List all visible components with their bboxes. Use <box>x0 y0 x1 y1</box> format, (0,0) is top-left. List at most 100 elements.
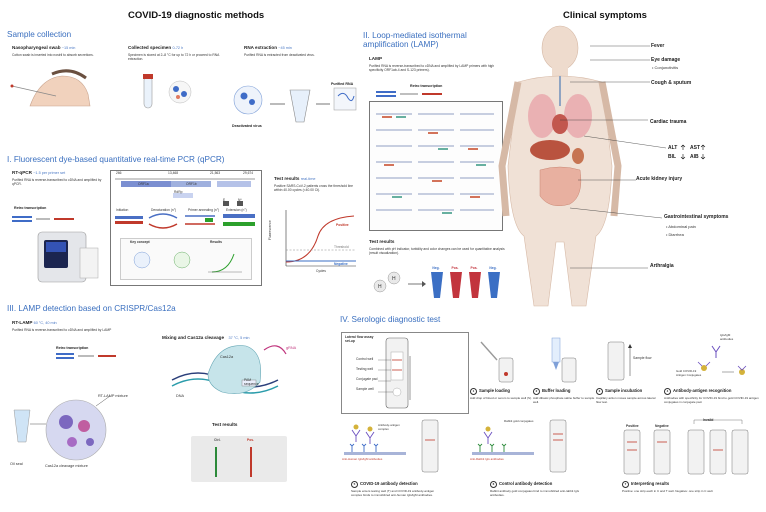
lamp-arrow <box>408 281 426 287</box>
lamp-tube-4-shape <box>488 272 500 298</box>
key-concept-illustration <box>133 251 242 273</box>
rtlamp-title: RT-LAMP <box>12 320 33 325</box>
cas12a-illustration <box>171 345 287 394</box>
qpcr-title: RT-qPCR <box>12 170 32 175</box>
pcr-step-2: Denaturation (n°) <box>151 208 177 212</box>
specimen-title: Collected specimen <box>128 45 172 50</box>
step5-illustration <box>344 419 439 473</box>
step-2-title: Buffer loading <box>542 388 571 393</box>
step-1-title: Sample loading <box>479 388 510 393</box>
key-results-label: Results <box>210 240 222 244</box>
step-6-number: 6 <box>490 481 497 488</box>
deactivated-virus-label: Deactivated virus <box>232 124 262 128</box>
h-ion-illustration <box>373 271 401 293</box>
step-7-title: Interpreting results <box>631 481 670 486</box>
rna-title: RNA extraction <box>244 45 278 50</box>
gene-e: E <box>223 198 226 202</box>
step-6-desc: Rabbit antibody gold conjugates bind to … <box>490 489 580 497</box>
step-4-title: Antibody-antigen recognition <box>673 388 732 393</box>
grna-label: gRNA <box>286 346 297 350</box>
qpcr-machine-illustration <box>12 216 99 283</box>
gene-orf1b: ORF1b <box>186 182 197 186</box>
qpcr-results-desc: Positive SARS-CoV-2 patients cross the t… <box>274 184 353 193</box>
symptom-eye: Eye damage <box>651 57 681 63</box>
lamp-desc: Purified RNA is reverse-transcribed to c… <box>369 64 495 73</box>
step4-illustration <box>697 345 747 375</box>
well-sample: Sample well <box>356 387 374 391</box>
cas-mix-title: Mixing and Cas12a cleavage <box>162 335 225 340</box>
lamp-tube-1-label: Neg. <box>432 266 440 270</box>
pcr-cycle-illustration <box>115 213 255 229</box>
gene-n: N* <box>238 198 242 202</box>
lamp-rt-label: Retro transcription <box>410 84 443 88</box>
step-5-title: COVID-19 antibody detection <box>360 481 418 486</box>
lamp-tube-3-shape <box>469 272 481 298</box>
swab-time: ~15 min <box>61 46 76 50</box>
step-1-desc: Add drop of blood or serum to sample wel… <box>470 396 532 400</box>
specimen-block: Collected specimen 0-72 h Specimen is st… <box>128 45 238 61</box>
step3-illustration <box>607 341 632 381</box>
swab-title: Nasopharyngeal swab <box>12 45 61 50</box>
step1-illustration <box>480 341 514 383</box>
rabbit-gold-label: Rabbit gold conjugates <box>504 419 534 423</box>
purified-rna-label: Purified RNA <box>331 82 354 86</box>
symptom-gi-sub1: • Abdominal pain <box>666 224 696 229</box>
specimen-tube-illustration <box>143 74 192 109</box>
rna-time: ~45 min <box>278 46 292 50</box>
lamp-tube-4: Neg. <box>485 266 501 298</box>
rtlamp-mixture-label: RT-LAMP mixture <box>98 394 128 398</box>
liver-alt: ALT <box>668 145 678 151</box>
pos-label: Pos. <box>247 438 254 442</box>
cas-mix-time: 37 °C, 5 min <box>228 336 250 340</box>
lateral-flow-cassette <box>378 337 411 409</box>
h-symbol-2: H <box>392 276 396 282</box>
lamp-tube-4-label: Neg. <box>489 266 497 270</box>
anti-human-label: Anti-Human IgG/IgM antibodies <box>342 457 383 461</box>
well-conjugate: Conjugate pad <box>356 377 378 381</box>
anti-rabbit-label: Anti-Rabbit IgG antibodies <box>470 457 504 461</box>
crispr-results-card <box>191 436 287 482</box>
step-4-number: 4 <box>664 388 671 395</box>
left-title: COVID-19 diagnostic methods <box>128 10 265 21</box>
step-5-desc: Sample enters testing well (T) and COVID… <box>351 489 435 497</box>
symptom-cardiac: Cardiac trauma <box>650 119 687 125</box>
lamp-tube-2-label: Pos. <box>451 266 459 270</box>
amplification-curve-chart <box>285 210 356 267</box>
genome-tick-2: 13,468 <box>168 171 179 175</box>
genome-tick-1: 266 <box>116 171 122 175</box>
rtlamp-time: 60 °C, 40 min <box>33 321 57 325</box>
serologic-heading: IV. Serologic diagnostic test <box>340 315 441 324</box>
qpcr-rt-label: Retro transcription <box>14 206 47 210</box>
pcr-step-4: Extension (n°) <box>226 208 247 212</box>
lamp-tube-illustration <box>13 395 111 461</box>
igg-igm-label: IgG/IgM antibodies <box>720 333 734 341</box>
liver-alb: AIB <box>690 154 699 160</box>
specimen-desc: Specimen is stored at 2–8 °C for up to 7… <box>128 53 220 62</box>
symptom-leader-lines <box>560 45 667 269</box>
positive-label: Positive <box>336 223 349 227</box>
symptom-arthralgia: Arthralgia <box>650 263 674 269</box>
key-concept-label: Key concept <box>130 240 150 244</box>
ctrl-label: Ctrl. <box>214 438 221 442</box>
step-3-number: 3 <box>596 388 603 395</box>
pcr-step-1: Initiation <box>116 208 129 212</box>
genome-tick-3: 21,563 <box>210 171 221 175</box>
lamp-tube-2-shape <box>450 272 462 298</box>
symptom-eye-sub: • Conjunctivitis <box>652 65 679 70</box>
symptom-gi: Gastrointestinal symptoms <box>664 214 729 220</box>
step-3-desc: Capillary action moves sample across lat… <box>596 396 656 404</box>
human-body-illustration <box>498 25 622 307</box>
rtlamp-block: RT-LAMP 60 °C, 40 min Purified RNA is re… <box>12 320 122 332</box>
lamp-tube-3-label: Pos. <box>470 266 478 270</box>
patient-swab-illustration <box>10 69 91 107</box>
well-testing: Testing well <box>356 367 374 371</box>
rna-extraction-illustration <box>233 85 357 123</box>
symptom-kidney: Acute kidney injury <box>636 176 683 182</box>
lamp-title: LAMP <box>369 56 383 61</box>
lamp-rt-arrow <box>376 91 442 97</box>
liver-bil: BIL <box>668 154 677 160</box>
